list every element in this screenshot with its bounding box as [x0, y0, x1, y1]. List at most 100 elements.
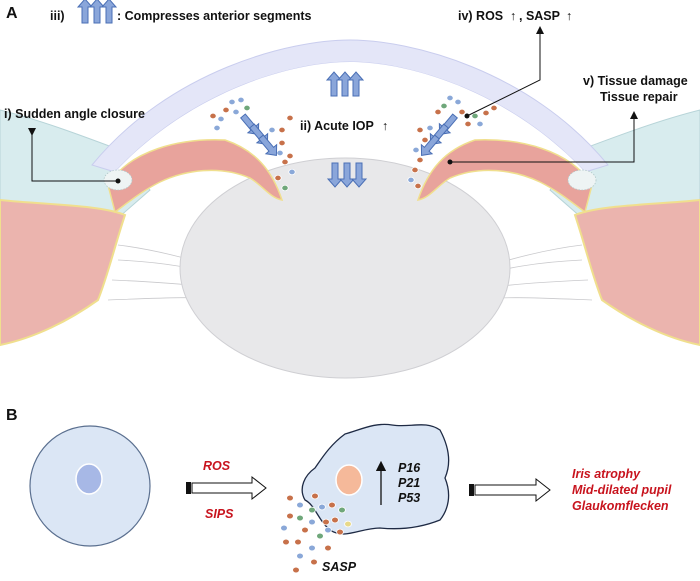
ciliary-body-right: [573, 198, 700, 347]
particle: [490, 104, 498, 112]
leader-line-i: [28, 128, 118, 182]
particle: [222, 106, 230, 114]
senescent-cell-nucleus: [335, 464, 363, 496]
arrow-to-senescent: [186, 475, 267, 501]
particle: [292, 566, 300, 574]
particle: [243, 104, 251, 112]
marker-p53: P53: [398, 491, 420, 505]
particle: [411, 166, 419, 174]
particle: [288, 168, 296, 176]
particle: [217, 115, 225, 123]
arrow-to-outcomes: [469, 477, 551, 503]
particle: [476, 120, 484, 128]
particle: [338, 506, 346, 514]
particle: [286, 512, 294, 520]
particle: [296, 552, 304, 560]
particle: [416, 126, 424, 134]
marker-p16: P16: [398, 461, 421, 475]
senescent-cell: [301, 423, 450, 535]
leader-dot-iv: [464, 113, 470, 119]
up-arrows-center: [326, 71, 364, 97]
particle: [308, 506, 316, 514]
particle: [426, 124, 434, 132]
particle: [407, 176, 415, 184]
particle: [414, 182, 422, 190]
label-ros-b: ROS: [203, 459, 231, 473]
particle: [308, 518, 316, 526]
particle: [322, 518, 330, 526]
particle: [280, 524, 288, 532]
particle: [308, 544, 316, 552]
particle: [286, 152, 294, 160]
particle: [213, 124, 221, 132]
particle: [318, 503, 326, 511]
leader-line-v: [450, 111, 638, 163]
up-arrow-glyph-iop: ↑: [382, 119, 388, 133]
panel-b: B ROS SIPS P16 P21 P53 SASP Iris atrophy…: [6, 407, 672, 574]
legend-text: : Compresses anterior segments: [117, 9, 312, 23]
particle: [324, 526, 332, 534]
particle: [464, 120, 472, 128]
particle: [331, 516, 339, 524]
particle: [454, 98, 462, 106]
panel-b-label: B: [6, 407, 18, 424]
down-arrows-center: [327, 162, 367, 188]
particle: [310, 558, 318, 566]
particle: [209, 112, 217, 120]
particle: [274, 174, 282, 182]
particle: [316, 532, 324, 540]
particle: [421, 136, 429, 144]
label-tissue-repair: Tissue repair: [600, 90, 678, 104]
legend-prefix: iii): [50, 9, 65, 23]
particle: [324, 544, 332, 552]
label-ros: iv) ROS: [458, 9, 503, 23]
particle: [416, 156, 424, 164]
sasp-particles: [280, 492, 352, 574]
particle: [296, 514, 304, 522]
particle: [458, 108, 466, 116]
particle: [228, 98, 236, 106]
trabecular-meshwork-right: [567, 169, 597, 191]
particle: [482, 109, 490, 117]
particle: [278, 139, 286, 147]
label-tissue-damage: v) Tissue damage: [583, 74, 688, 88]
lens: [179, 157, 511, 379]
particle: [412, 146, 420, 154]
normal-cell-nucleus: [75, 463, 103, 495]
particle: [281, 184, 289, 192]
particle: [278, 126, 286, 134]
iris-left: [107, 139, 284, 214]
label-sudden-angle-closure: i) Sudden angle closure: [4, 107, 145, 121]
particle: [296, 501, 304, 509]
legend-arrows-icon: [77, 0, 117, 24]
up-arrow-glyph-ros: ↑: [510, 9, 516, 23]
label-sips: SIPS: [205, 507, 234, 521]
particle: [471, 112, 479, 120]
particle: [268, 126, 276, 134]
particle: [440, 102, 448, 110]
particle: [336, 528, 344, 536]
particle: [282, 538, 290, 546]
particle: [276, 149, 284, 157]
particle: [294, 538, 302, 546]
outcome-mid-dilated-pupil: Mid-dilated pupil: [572, 483, 672, 497]
outcome-iris-atrophy: Iris atrophy: [572, 467, 641, 481]
particle: [301, 526, 309, 534]
particle: [232, 108, 240, 116]
label-sasp: , SASP: [519, 9, 560, 23]
label-sasp-b: SASP: [322, 560, 357, 574]
iris-right: [416, 139, 593, 214]
label-acute-iop: ii) Acute IOP: [300, 119, 374, 133]
particles-panel-a: [209, 94, 498, 192]
ciliary-body-left: [0, 198, 127, 347]
particle: [237, 96, 245, 104]
outcome-glaukomflecken: Glaukomflecken: [572, 499, 669, 513]
particle: [434, 108, 442, 116]
leader-line-iv: [466, 26, 544, 117]
leader-dot-v: [447, 159, 453, 165]
panel-a-label: A: [6, 5, 18, 22]
particle: [446, 94, 454, 102]
particle: [281, 158, 289, 166]
particle: [344, 520, 352, 528]
